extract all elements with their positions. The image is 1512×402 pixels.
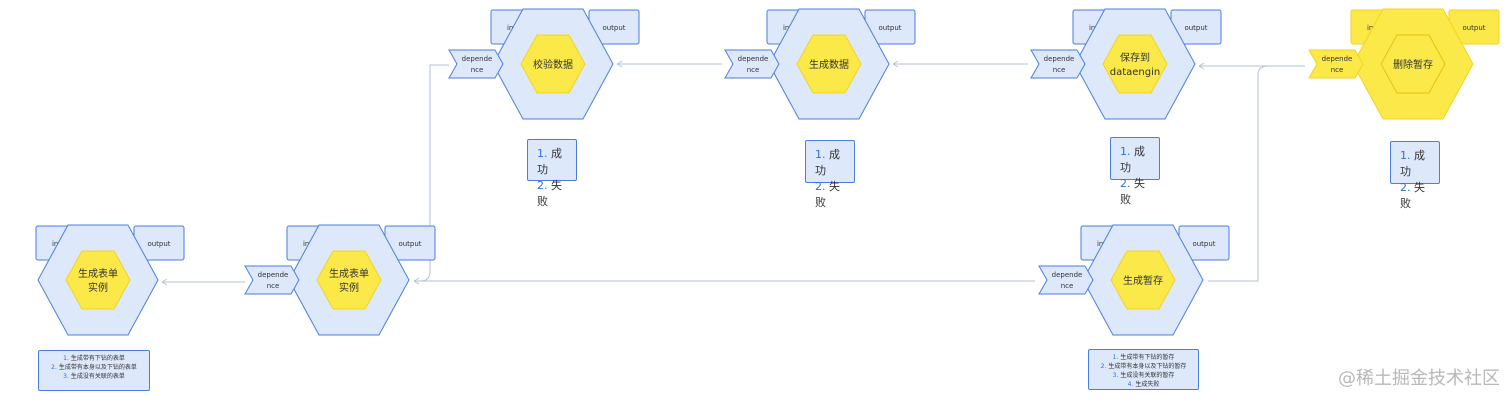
list-item: 2. 生成带有本身以及下钻的表单 <box>51 364 137 371</box>
outcome-list-delete: 1. 成功 2. 失败 <box>1390 141 1440 210</box>
node-name: 实例 <box>88 281 108 294</box>
connector-line <box>1208 65 1269 282</box>
list-item: 2. 生成带有本身以及下钻的暂存 <box>1100 363 1187 370</box>
list-item: 2. 失败 <box>537 179 562 208</box>
node-name: 校验数据 <box>533 58 573 71</box>
connector-arrow <box>161 278 168 286</box>
list-item: 3. 生成没有关联的表单 <box>63 373 125 380</box>
list-item: 1. 成功 <box>537 147 562 176</box>
node-name: 生成表单 <box>78 267 118 280</box>
node-inner-hexagon <box>1380 34 1446 94</box>
dependence-tag[interactable] <box>448 49 504 79</box>
list-item: 1. 成功 <box>815 148 840 177</box>
output-port-label: output <box>878 24 901 32</box>
node-name: 生成数据 <box>809 58 849 71</box>
output-port-label: output <box>1462 24 1485 32</box>
dependence-label: depende <box>738 55 769 63</box>
dependence-tag[interactable] <box>1038 265 1094 295</box>
list-item: 1. 成功 <box>1400 149 1425 178</box>
watermark: @稀土掘金技术社区 <box>1338 368 1500 389</box>
dependence-label: nce <box>471 66 484 74</box>
connector-arrow <box>1198 62 1205 70</box>
node-name: 生成表单 <box>329 267 369 280</box>
dependence-tag[interactable] <box>1308 49 1364 79</box>
output-port-label: output <box>1184 24 1207 32</box>
node-name: dataengin <box>1110 67 1160 78</box>
dependence-label: depende <box>1322 55 1353 63</box>
node-name: 生成暂存 <box>1123 274 1163 287</box>
node-inner-hexagon <box>520 34 586 94</box>
dependence-label: nce <box>267 282 280 290</box>
list-item: 2. 失败 <box>1120 177 1145 206</box>
node-save[interactable]: inputoutputdependence保存到dataengin <box>1030 8 1222 120</box>
dependence-label: nce <box>1331 66 1344 74</box>
connector-arrow <box>413 277 420 285</box>
node-inner-hexagon <box>796 34 862 94</box>
list-item: 2. 失败 <box>815 180 840 209</box>
node-name: 保存到 <box>1120 51 1150 64</box>
connectors <box>161 60 1305 286</box>
node-name: 实例 <box>339 281 359 294</box>
connector-arrow <box>616 60 623 68</box>
output-port-label: output <box>1192 240 1215 248</box>
node-inner-hexagon <box>1102 34 1168 94</box>
node-instance-left[interactable]: inputoutput生成表单实例 <box>35 224 185 336</box>
list-item: 1. 成功 <box>1120 145 1145 174</box>
node-validate[interactable]: inputoutputdependence校验数据 <box>448 8 640 120</box>
node-inner-hexagon <box>316 250 382 310</box>
outcome-list-draft: 1. 生成带有下钻的暂存 2. 生成带有本身以及下钻的暂存 3. 生成没有关联的… <box>1088 349 1199 390</box>
node-generate[interactable]: inputoutputdependence生成数据 <box>724 8 916 120</box>
dependence-label: depende <box>1044 55 1075 63</box>
output-port-label: output <box>398 240 421 248</box>
list-item: 4. 生成失败 <box>1127 381 1160 388</box>
dependence-tag[interactable] <box>244 265 300 295</box>
list-item: 2. 失败 <box>1400 181 1425 210</box>
node-name: 删除暂存 <box>1393 58 1433 71</box>
connector-arrow <box>892 60 899 68</box>
node-inner-hexagon <box>1110 250 1176 310</box>
list-item: 1. 生成带有下钻的表单 <box>63 355 125 362</box>
node-instance-mid[interactable]: inputoutputdependence生成表单实例 <box>244 224 436 336</box>
dependence-label: nce <box>747 66 760 74</box>
output-port-label: output <box>147 240 170 248</box>
outcome-list-save: 1. 成功 2. 失败 <box>1110 137 1160 206</box>
node-draft[interactable]: inputoutputdependence生成暂存 <box>1038 224 1230 336</box>
dependence-label: nce <box>1061 282 1074 290</box>
dependence-label: depende <box>1052 271 1083 279</box>
outcome-list-validate: 1. 成功 2. 失败 <box>527 139 577 208</box>
dependence-label: depende <box>462 55 493 63</box>
nodes: inputoutput生成表单实例inputoutputdependence生成… <box>35 8 1500 336</box>
dependence-label: nce <box>1053 66 1066 74</box>
list-item: 1. 生成带有下钻的暂存 <box>1112 354 1175 361</box>
dependence-tag[interactable] <box>724 49 780 79</box>
dependence-label: depende <box>258 271 289 279</box>
connector-line <box>419 64 449 282</box>
dependence-tag[interactable] <box>1030 49 1086 79</box>
node-inner-hexagon <box>65 250 131 310</box>
node-delete[interactable]: inputoutputdependence删除暂存 <box>1308 8 1500 120</box>
outcome-list-generate: 1. 成功 2. 失败 <box>805 140 855 209</box>
output-port-label: output <box>602 24 625 32</box>
outcome-list-instance: 1. 生成带有下钻的表单 2. 生成带有本身以及下钻的表单 3. 生成没有关联的… <box>38 350 150 391</box>
list-item: 3. 生成没有关联的暂存 <box>1112 372 1175 379</box>
